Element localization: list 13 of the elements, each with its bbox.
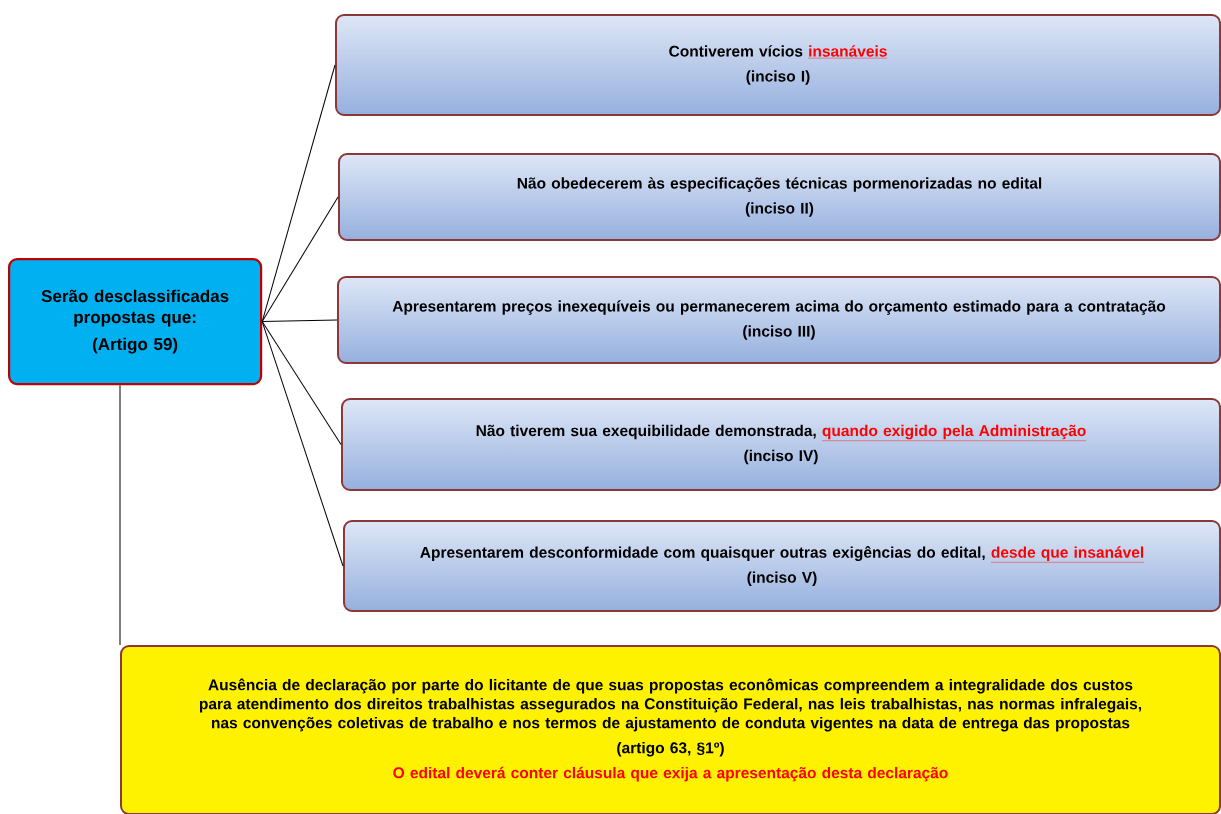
connector-line bbox=[261, 196, 339, 323]
connector-line bbox=[119, 384, 121, 646]
criterion-box: Contiverem vícios insanáveis (inciso I) bbox=[335, 14, 1221, 116]
connector-line bbox=[261, 321, 344, 567]
connector-line bbox=[261, 64, 336, 323]
criterion-box: Não obedecerem às especificações técnicas pormenorizadas no edital (inciso II) bbox=[338, 153, 1221, 241]
criterion-box: Não tiverem sua exequibilidade demonstrada, quando exigido pela Administração (inciso IV) bbox=[341, 398, 1221, 491]
criterion-box: Apresentarem desconformidade com quaisquer outras exigências do edital, desde que insanável (inciso V) bbox=[343, 520, 1221, 612]
connector-line bbox=[261, 321, 342, 445]
topic-box: Serão desclassificadas propostas que: (Artigo 59) bbox=[8, 258, 263, 386]
criterion-box: Apresentarem preços inexequíveis ou permanecerem acima do orçamento estimado para a contratação (inciso III) bbox=[337, 276, 1221, 364]
connector-line bbox=[261, 319, 338, 323]
note-box: Ausência de declaração por parte do licitante de que suas propostas econômicas compreendem a integralidade dos custos para atendimento dos direitos trabalhistas assegurados na Constituição Federal, nas leis trabalhistas, nas normas infralegais, nas convenções coletivas de trabalho e nos termos de ajustamento de conduta vigentes na data de entrega das propostas (artigo 63, §1º) O edital deverá conter cláusula que exija a apresentação desta declaração bbox=[120, 645, 1221, 814]
